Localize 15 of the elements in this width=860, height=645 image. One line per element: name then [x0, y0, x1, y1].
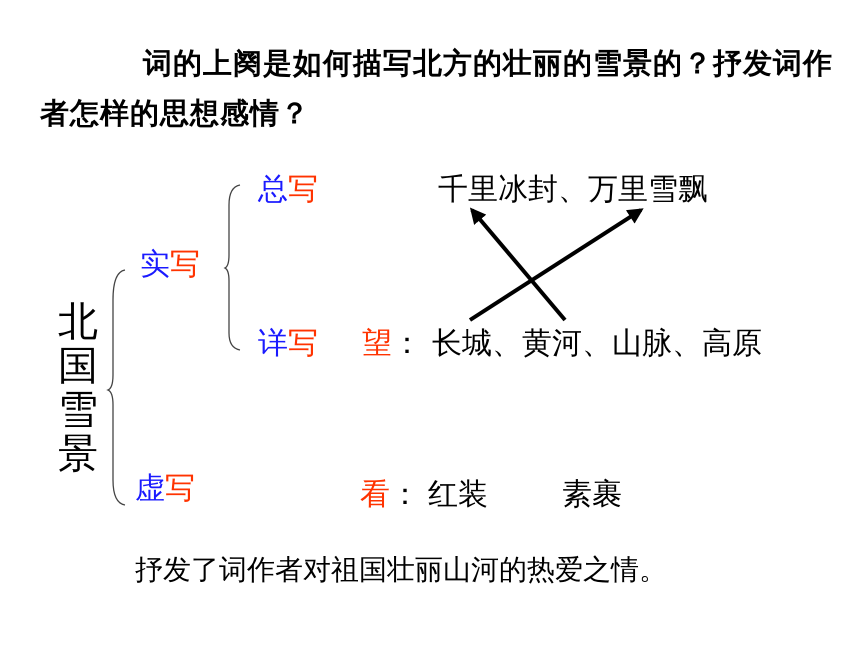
scene-text: 素裹 [562, 477, 622, 513]
scene-text: 千里冰封、万里雪飘 [438, 172, 708, 208]
category-label: 总写 [258, 172, 318, 208]
viewpoint-label: 望： [362, 326, 422, 362]
conclusion-text: 抒发了词作者对祖国壮丽山河的热爱之情。 [135, 554, 667, 588]
scene-text: 长城、黄河、山脉、高原 [432, 326, 762, 362]
arrow [468, 208, 644, 322]
arrow [470, 208, 567, 322]
category-label: 虚写 [135, 471, 195, 507]
category-label: 详写 [258, 326, 318, 362]
category-label: 实写 [140, 247, 200, 283]
scene-text: 红装 [428, 477, 488, 513]
viewpoint-label: 看： [360, 477, 420, 513]
title-text: 词的上阕是如何描写北方的壮丽的雪景的？抒发词作者怎样的思想感情？ [40, 45, 834, 132]
vertical-title: 北国雪景 [58, 300, 98, 476]
